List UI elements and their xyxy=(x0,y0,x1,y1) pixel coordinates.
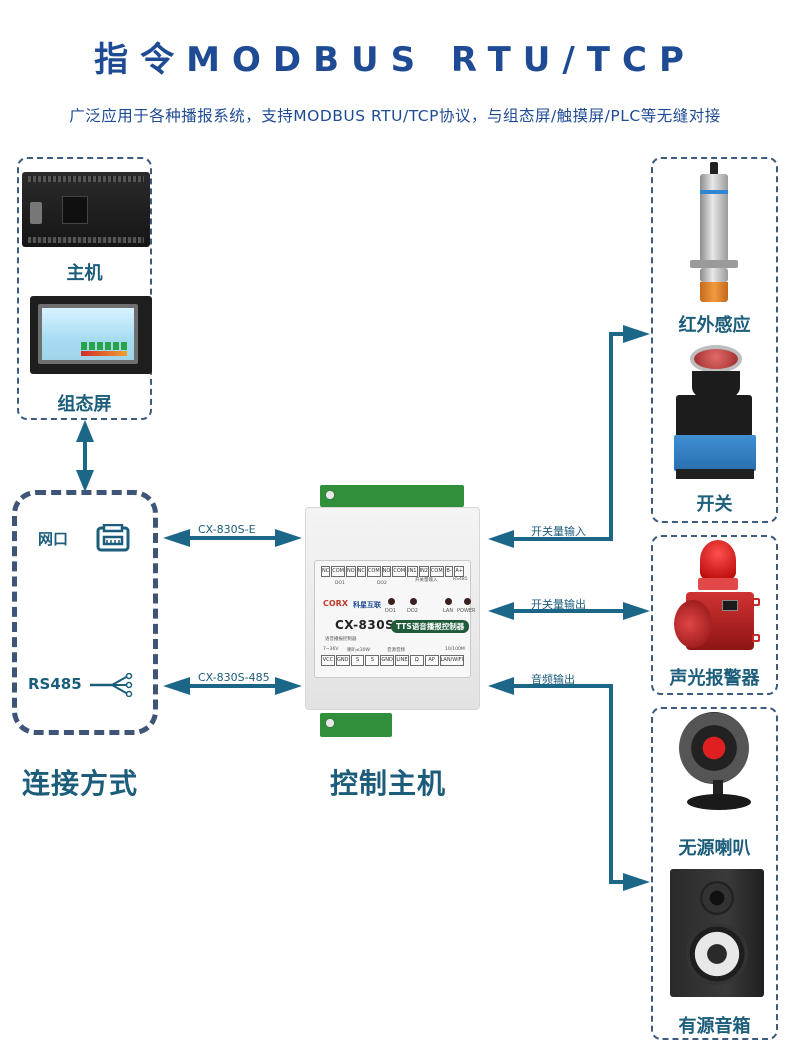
top-terminal: B- xyxy=(444,566,454,577)
bottom-terminal: LAN/WIFI xyxy=(439,655,465,666)
top-terminal: NC xyxy=(356,566,366,577)
led-power-label: POWER xyxy=(457,608,476,614)
top-terminal: IN2 xyxy=(418,566,429,577)
ethernet-link-label: CX-830S-E xyxy=(198,523,256,536)
passive-horn-speaker-image xyxy=(673,712,763,817)
alarm-label: 声光报警器 xyxy=(669,668,760,689)
passive-horn-label: 无源喇叭 xyxy=(678,838,751,859)
network-group-label: 10/100M xyxy=(445,647,465,652)
do2-group-label: DO2 xyxy=(377,581,387,586)
bottom-terminal: LINE xyxy=(395,655,409,666)
bottom-terminal: VCC xyxy=(321,655,335,666)
top-terminal: COM xyxy=(331,566,345,577)
hmi-label: 组态屏 xyxy=(57,394,112,415)
top-terminal: NC xyxy=(321,566,331,577)
audio-output-label: 音频输出 xyxy=(531,673,575,686)
led-lan xyxy=(445,598,452,605)
infrared-sensor-image xyxy=(688,162,742,307)
host-label: 主机 xyxy=(66,263,103,284)
active-speaker-image xyxy=(670,869,764,997)
led-do2 xyxy=(410,598,417,605)
plc-image xyxy=(22,172,150,247)
push-button-switch-image xyxy=(670,345,760,485)
led-do2-label: DO2 xyxy=(407,608,418,614)
switch-label: 开关 xyxy=(696,494,733,515)
bottom-terminal: S xyxy=(365,655,380,666)
top-terminal-block xyxy=(320,485,464,507)
ethernet-label: 网口 xyxy=(38,530,69,548)
do1-group-label: DO1 xyxy=(335,581,345,586)
page-subtitle: 广泛应用于各种播报系统，支持MODBUS RTU/TCP协议，与组态屏/触摸屏/… xyxy=(69,107,721,125)
host-devices-group xyxy=(17,157,152,420)
bottom-terminal-block xyxy=(320,713,392,737)
audio-group-label: 音源音频 xyxy=(387,648,405,653)
rs485-label: RS485 xyxy=(28,675,82,693)
brand-name: 科星互联 xyxy=(353,601,381,609)
top-terminal: COM xyxy=(366,566,381,577)
connection-methods-group xyxy=(12,490,158,735)
bottom-terminal: AP xyxy=(424,655,439,666)
product-note: 语音播报控制器 xyxy=(325,637,357,642)
rs485-link-label: CX-830S-485 xyxy=(198,671,270,684)
audio-output-arrow xyxy=(488,677,650,891)
output-devices-group xyxy=(651,535,778,695)
top-terminal: NO xyxy=(381,566,392,577)
top-terminal: COM xyxy=(429,566,444,577)
rs485-group-label: RS485 xyxy=(453,577,468,582)
bottom-terminal: Ω xyxy=(409,655,424,666)
led-do1 xyxy=(388,598,395,605)
switch-output-label: 开关量输出 xyxy=(531,598,586,611)
connection-methods-caption: 连接方式 xyxy=(22,767,139,800)
sound-light-alarm-image xyxy=(672,540,764,655)
page-title: 指令MODBUS RTU/TCP xyxy=(94,40,696,80)
host-to-connection-arrow xyxy=(76,420,94,492)
bottom-terminal: GND xyxy=(380,655,395,666)
active-speaker-label: 有源音箱 xyxy=(678,1016,751,1037)
ethernet-port-icon xyxy=(96,523,130,552)
infrared-sensor-label: 红外感应 xyxy=(678,315,751,336)
controller-caption: 控制主机 xyxy=(330,767,447,800)
top-terminal: NO xyxy=(345,566,356,577)
led-power xyxy=(464,598,471,605)
bottom-terminal: S xyxy=(350,655,365,666)
top-terminal: COM xyxy=(392,566,407,577)
top-terminal: A+ xyxy=(454,566,464,577)
power-group-label: 7~36V xyxy=(323,647,339,652)
bus-branch-icon xyxy=(90,672,134,698)
switch-input-group-label: 开关量输入 xyxy=(415,578,438,583)
hmi-touchscreen-image xyxy=(30,296,152,374)
led-lan-label: LAN xyxy=(443,608,454,614)
bottom-terminal: GND xyxy=(335,655,350,666)
model-number: CX-830S xyxy=(335,618,395,632)
speaker-group-label: 喇叭≤30W xyxy=(347,648,370,653)
input-devices-group xyxy=(651,157,778,523)
audio-devices-group xyxy=(651,707,778,1040)
top-terminal: IN1 xyxy=(407,566,418,577)
led-do1-label: DO1 xyxy=(385,608,396,614)
brand-logo: CORX xyxy=(323,599,348,608)
switch-input-arrow xyxy=(488,325,650,548)
switch-input-label: 开关量输入 xyxy=(531,525,586,538)
product-tag: TTS语音播报控制器 xyxy=(391,620,470,633)
